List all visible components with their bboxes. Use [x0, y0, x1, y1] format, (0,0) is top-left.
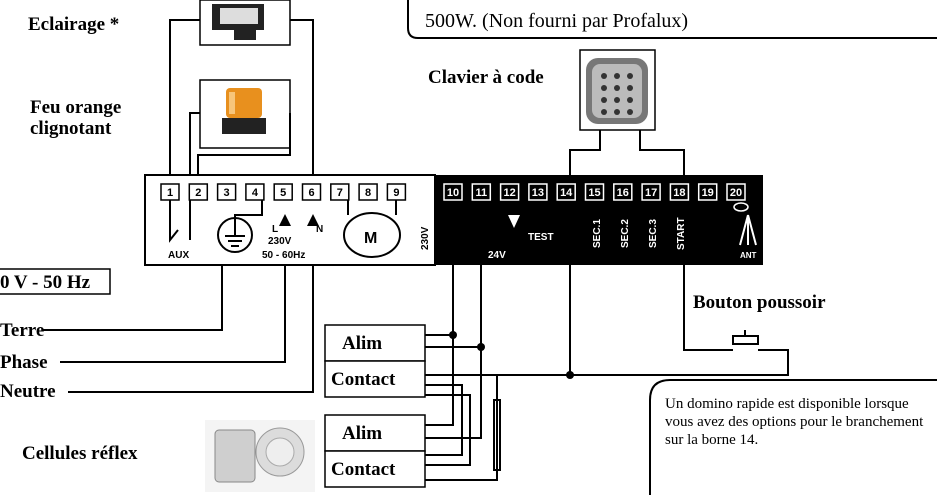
terminals-left: 1 2 3 4 5 6 7 8 9: [160, 183, 407, 201]
cellules-label: Cellules réflex: [22, 443, 138, 464]
terminal-11-box: [471, 183, 492, 201]
terminal-17-number: 17: [645, 187, 657, 199]
terminal-13-box: [528, 183, 548, 201]
start-label: START: [676, 217, 687, 250]
top-note: 500W. (Non fourni par Profalux): [425, 10, 689, 32]
ant-label: ANT: [740, 251, 757, 260]
terminal-13-number: 13: [532, 187, 544, 199]
terminal-8-box: [358, 183, 378, 201]
terminal-5-number: 5: [280, 187, 286, 199]
freq-label: 50 - 60Hz: [262, 250, 305, 261]
domino-note: Un domino rapide est disponible lorsque …: [665, 396, 924, 448]
l-label: L: [272, 224, 278, 235]
terminal-14-box: [556, 183, 576, 201]
terminal-9-number: 9: [393, 187, 399, 199]
contact-box-1: [324, 360, 426, 398]
clavier-label: Clavier à code: [428, 67, 544, 88]
contact-box-2: [324, 450, 426, 488]
terminal-9-box: [386, 183, 407, 201]
terminal-15-box: [584, 183, 605, 201]
terminal-7-box: [330, 183, 350, 201]
alim1-label: Alim: [342, 333, 383, 354]
terminal-5-box: [273, 183, 293, 201]
sec3-label: SEC.3: [648, 219, 659, 248]
terminal-2-number: 2: [195, 187, 201, 199]
terminal-7-number: 7: [337, 187, 343, 199]
terminal-16-box: [613, 183, 633, 201]
v230-vertical-label: 230V: [420, 226, 431, 250]
terminal-17-box: [641, 183, 661, 201]
terminal-19-number: 19: [702, 187, 714, 199]
contact2-label: Contact: [331, 459, 396, 480]
eclairage-label: Eclairage *: [28, 14, 120, 35]
v24-label: 24V: [488, 250, 506, 261]
phase-label: Phase: [0, 352, 48, 373]
floodlight-icon: [212, 4, 264, 40]
motor-label: M: [364, 230, 377, 247]
terminal-10-number: 10: [447, 187, 459, 199]
terminal-10-box: [443, 183, 463, 201]
keypad-icon: [586, 58, 648, 124]
sec2-label: SEC.2: [620, 219, 631, 248]
voltage-label: 0 V - 50 Hz: [0, 272, 91, 293]
test-label: TEST: [528, 232, 554, 243]
pushbutton-symbol: [718, 335, 773, 351]
terminal-1-box: [160, 183, 180, 201]
terminal-3-box: [216, 183, 237, 201]
voltage-box: [0, 268, 111, 295]
motor-symbol: [343, 212, 401, 258]
terminal-20-box: [726, 183, 746, 201]
terminal-3-number: 3: [224, 187, 230, 199]
terminal-14-number: 14: [560, 187, 573, 199]
domino-note-frame: [649, 379, 937, 495]
terminal-2-box: [188, 183, 209, 201]
alim-box-1: [324, 324, 426, 362]
terminal-6-number: 6: [308, 187, 314, 199]
feu-label: Feu orange clignotant: [30, 97, 122, 139]
n-label: N: [316, 224, 323, 235]
bouton-label: Bouton poussoir: [693, 292, 826, 313]
terminal-8-number: 8: [365, 187, 371, 199]
v230-label: 230V: [268, 236, 292, 247]
terminal-1-number: 1: [167, 187, 173, 199]
terminals-right: 10 11 12 13 14 15 16 17 18 19 20: [443, 183, 746, 201]
terminal-15-number: 15: [588, 187, 600, 199]
terminal-4-box: [245, 183, 265, 201]
sec1-label: SEC.1: [592, 219, 603, 248]
terminal-19-box: [697, 183, 718, 201]
neutre-label: Neutre: [0, 381, 56, 402]
contact1-label: Contact: [331, 369, 396, 390]
aux-label: AUX: [168, 250, 189, 261]
terminal-16-number: 16: [617, 187, 629, 199]
terminal-4-number: 4: [252, 187, 259, 199]
top-note-frame: [407, 0, 937, 39]
alim-box-2: [324, 414, 426, 452]
terminal-12-number: 12: [503, 187, 515, 199]
orange-lamp-icon: [222, 88, 266, 134]
terminal-11-number: 11: [475, 187, 487, 199]
terminal-18-box: [669, 183, 690, 201]
terminal-20-number: 20: [730, 187, 742, 199]
terre-label: Terre: [0, 320, 45, 341]
alim2-label: Alim: [342, 423, 383, 444]
terminal-12-box: [499, 183, 520, 201]
terminal-6-box: [301, 183, 322, 201]
reflex-cell-icon: [205, 420, 315, 492]
terminal-18-number: 18: [673, 187, 685, 199]
